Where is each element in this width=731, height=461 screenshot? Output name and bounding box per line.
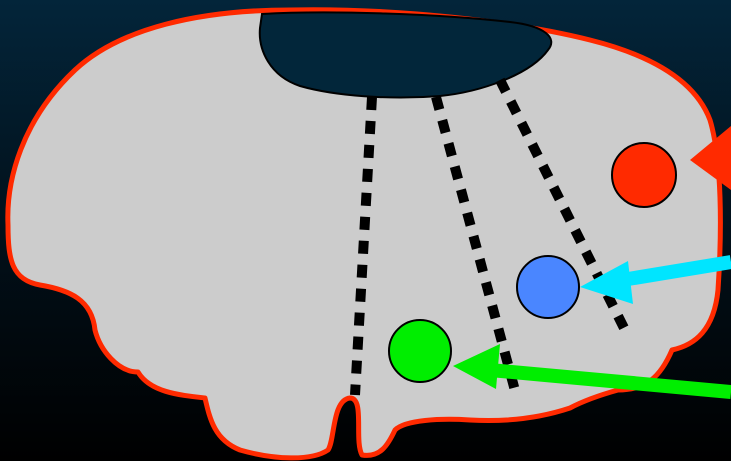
dotted-line-middle <box>431 95 522 400</box>
dotted-line-left <box>350 96 377 396</box>
cyan-arrow <box>580 255 731 304</box>
blue-dot <box>516 255 580 319</box>
green-dot <box>388 319 452 383</box>
top-cavity-shape <box>258 11 553 99</box>
body-outline-shape <box>5 7 723 461</box>
red-arrow <box>690 126 731 190</box>
green-arrow <box>453 344 731 399</box>
red-dot <box>611 142 677 208</box>
